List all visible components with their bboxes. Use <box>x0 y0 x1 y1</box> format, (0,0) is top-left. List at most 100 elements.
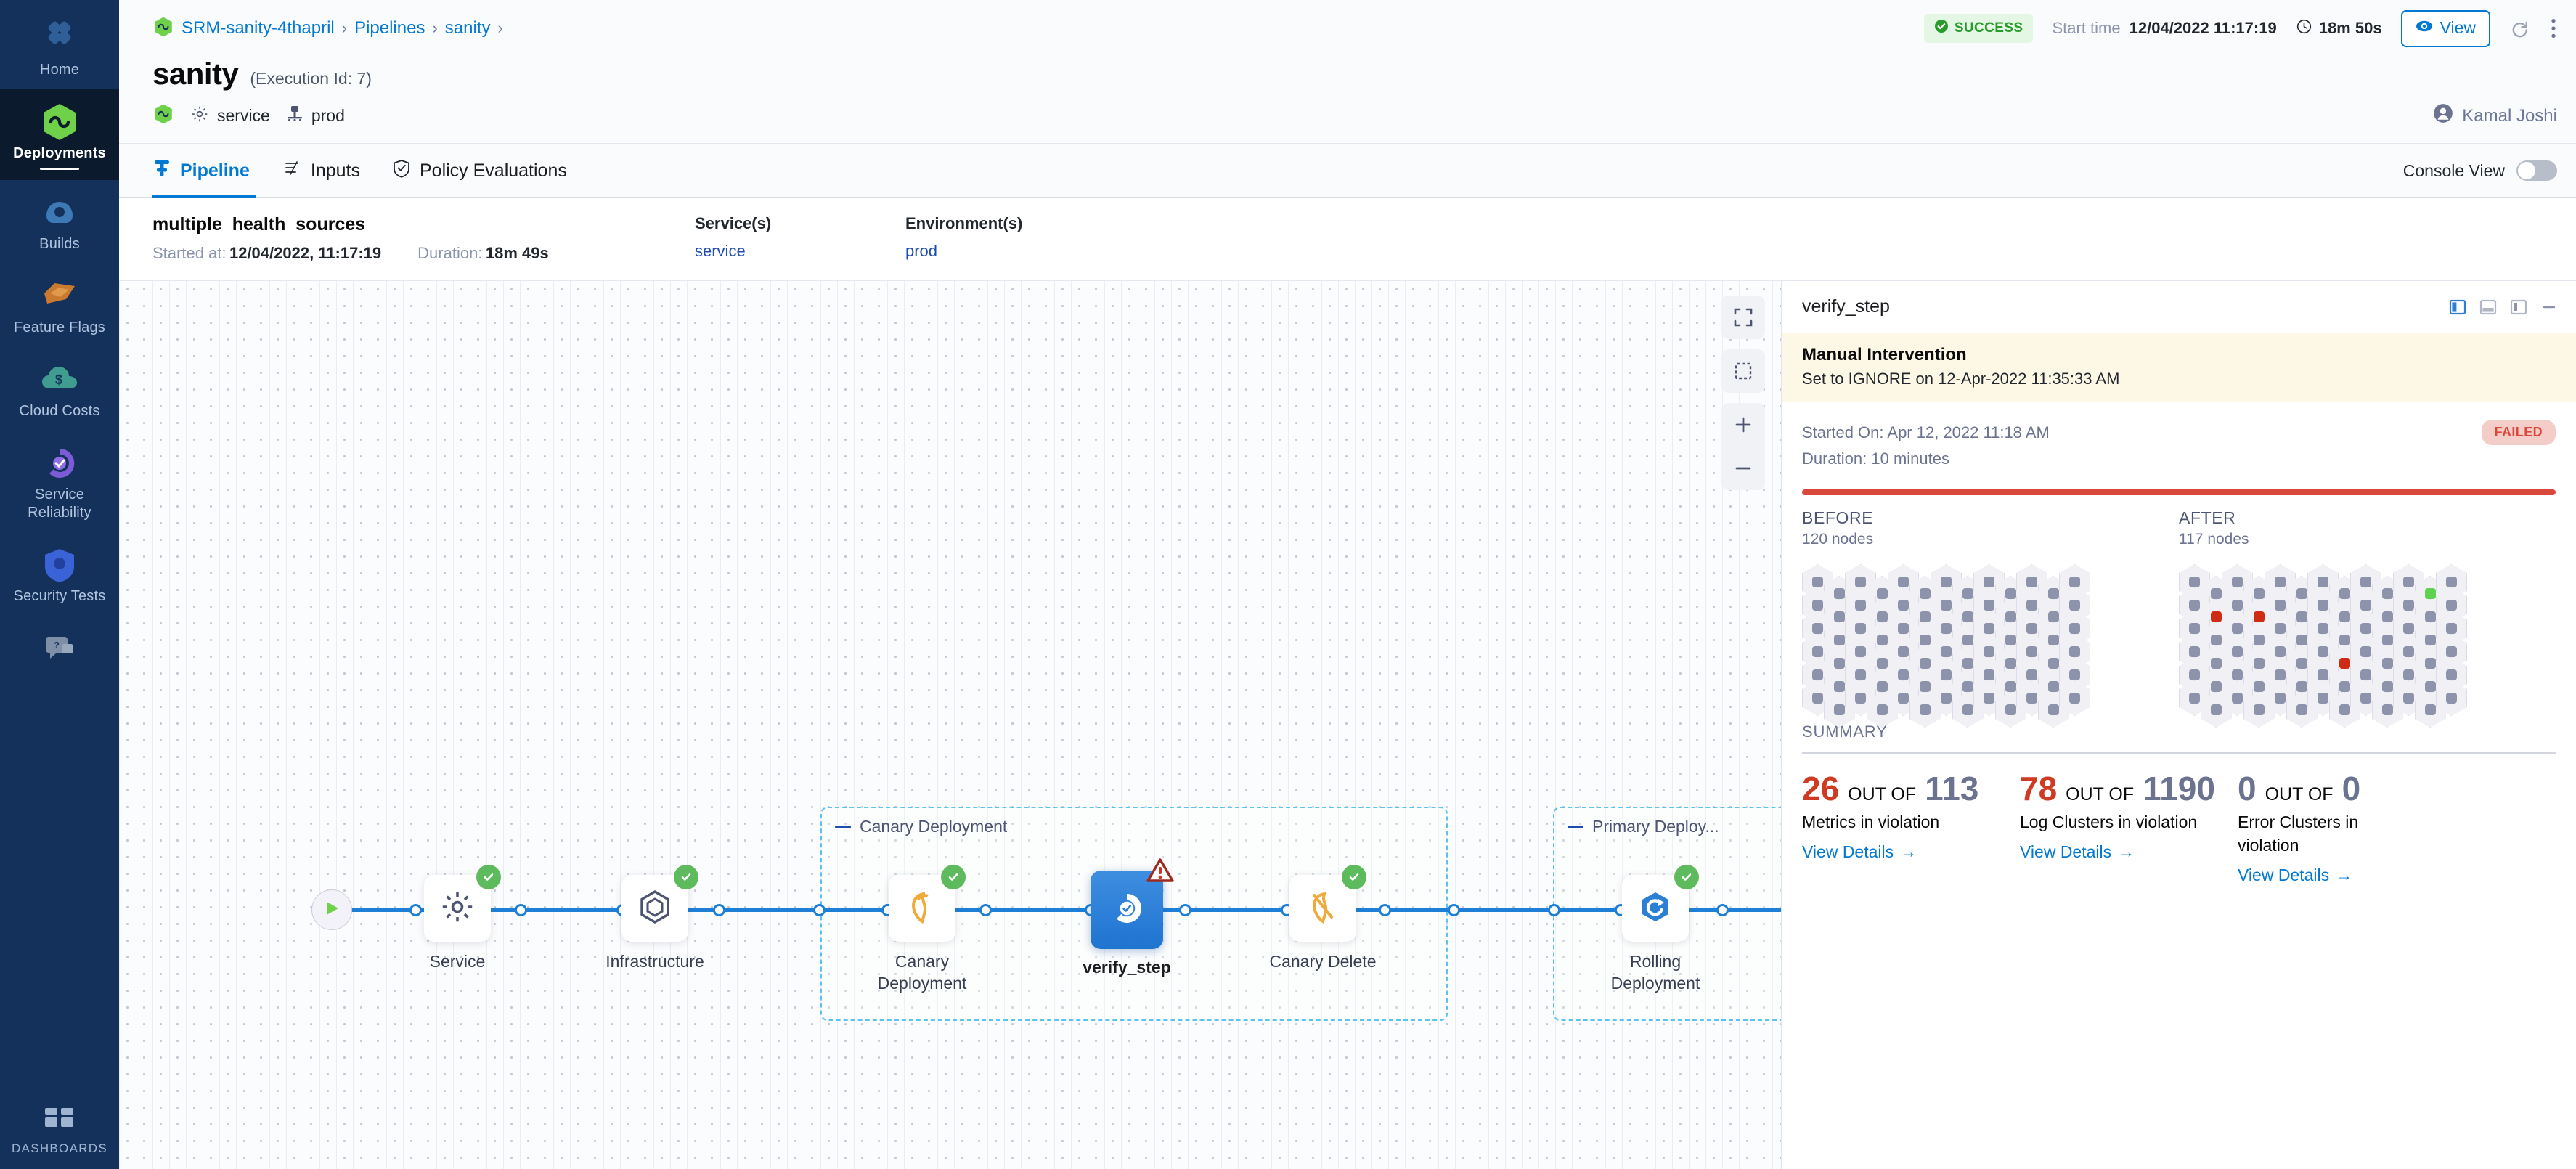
breadcrumb-item-project[interactable]: SRM-sanity-4thapril <box>182 18 335 38</box>
graph-controls <box>1721 296 1765 490</box>
node-box[interactable] <box>1622 865 1699 942</box>
node-hex-dot <box>1833 635 1845 645</box>
stat-out-of-label: OUT OF <box>2066 784 2135 805</box>
node-hex <box>2436 680 2467 716</box>
graph-connector-dot <box>1716 904 1729 916</box>
node-hex-dot <box>1855 669 1866 680</box>
before-title: BEFORE <box>1802 508 1874 527</box>
stat-description: Error Clusters in violation <box>2238 812 2359 855</box>
node-box[interactable] <box>621 865 698 942</box>
node-hex-dot <box>2318 600 2328 611</box>
view-details-link-metrics[interactable]: View Details → <box>1802 842 1917 862</box>
graph-node-canary-delete[interactable]: Canary Delete <box>1269 865 1377 971</box>
more-vertical-icon[interactable] <box>2550 17 2557 39</box>
gear-icon <box>190 105 209 128</box>
graph-node-rolling-deployment[interactable]: Rolling Deployment <box>1611 865 1700 993</box>
node-hex-dot <box>2189 623 2200 634</box>
sidebar-item-security-tests[interactable]: Security Tests <box>0 532 119 616</box>
node-hex-dot <box>2069 669 2080 680</box>
node-box[interactable] <box>1091 858 1174 949</box>
tab-inputs[interactable]: Inputs <box>266 144 376 197</box>
sidebar-item-home[interactable]: Home <box>0 6 119 89</box>
node-box[interactable] <box>1289 865 1366 942</box>
node-hex-dot <box>2381 588 2393 599</box>
environments-value[interactable]: prod <box>905 242 938 260</box>
before-node-count: 120 nodes <box>1802 531 1874 547</box>
node-hex-dot <box>2424 635 2436 645</box>
zoom-in-button[interactable] <box>1721 403 1765 447</box>
sidebar-item-builds[interactable]: Builds <box>0 180 119 264</box>
arrow-right-icon: → <box>1900 842 1917 861</box>
view-details-link-error-clusters[interactable]: View Details → <box>2238 865 2352 885</box>
node-hex-dot <box>1898 623 1909 634</box>
node-hex-dot <box>1984 693 1994 704</box>
panel-bottom-icon[interactable] <box>2479 298 2498 317</box>
refresh-icon[interactable] <box>2509 17 2531 39</box>
graph-node-verify-step[interactable]: verify_step <box>1083 858 1174 977</box>
sidebar-active-underline <box>40 168 79 170</box>
node-status-success-icon <box>1674 865 1699 889</box>
collapse-dash-icon[interactable] <box>835 825 851 828</box>
node-hex-dot <box>1855 623 1866 634</box>
before-node-grid <box>1802 564 2179 728</box>
node-hex-dot <box>2360 646 2371 657</box>
service-chip-label: service <box>217 106 270 125</box>
node-hex-dot <box>1941 577 1952 587</box>
service-chip[interactable]: service <box>190 105 270 128</box>
node-hex-dot <box>2047 588 2059 599</box>
graph-node-infrastructure[interactable]: Infrastructure <box>606 865 704 971</box>
node-box[interactable] <box>889 865 966 942</box>
zoom-out-button[interactable] <box>1721 447 1765 490</box>
breadcrumb-item-sanity[interactable]: sanity <box>444 18 491 38</box>
stat-total: 113 <box>1925 770 1979 807</box>
node-hex-dot <box>1984 669 1994 680</box>
node-hex-dot <box>1941 669 1952 680</box>
environments-header: Environment(s) <box>905 214 1023 232</box>
sidebar-item-service-reliability[interactable]: Service Reliability <box>0 431 119 532</box>
graph-node-canary-deployment[interactable]: Canary Deployment <box>878 865 966 993</box>
current-user[interactable]: Kamal Joshi <box>2433 103 2557 129</box>
console-view-toggle[interactable] <box>2516 160 2557 181</box>
pipeline-module-icon <box>152 103 174 129</box>
view-details-link-log-clusters[interactable]: View Details → <box>2020 842 2135 862</box>
node-hex-dot <box>2210 704 2222 715</box>
node-hex-dot <box>2189 669 2200 680</box>
node-hex-dot <box>1962 611 1973 622</box>
group-primary-deployment-label: Primary Deploy... <box>1568 817 1719 836</box>
sidebar-item-dashboards[interactable]: DASHBOARDS <box>0 1096 119 1169</box>
sidebar-item-deployments[interactable]: Deployments <box>0 89 119 180</box>
collapse-dash-icon[interactable] <box>1568 825 1583 828</box>
node-hex-dot <box>2232 577 2243 587</box>
tab-policy-evaluations[interactable]: Policy Evaluations <box>376 144 583 197</box>
group-label-text: Primary Deploy... <box>1592 817 1719 836</box>
node-hex-dot <box>2339 681 2350 692</box>
view-button[interactable]: View <box>2400 9 2490 47</box>
node-box[interactable] <box>424 865 501 942</box>
clock-icon <box>2296 18 2312 39</box>
sidebar-item-cloud-costs[interactable]: $ Cloud Costs <box>0 347 119 431</box>
pipeline-graph-canvas[interactable]: Canary Deployment Primary Deploy... <box>119 281 1782 1169</box>
graph-start-node[interactable] <box>311 889 352 930</box>
sidebar-item-help[interactable]: ? <box>0 616 119 680</box>
fit-screen-button[interactable] <box>1721 296 1765 339</box>
execution-tabs: Pipeline Inputs Policy Evaluations <box>119 143 2576 198</box>
breadcrumb-item-pipelines[interactable]: Pipelines <box>354 18 425 38</box>
services-value[interactable]: service <box>695 242 746 260</box>
node-hex-dot <box>1855 600 1866 611</box>
select-area-button[interactable] <box>1721 349 1765 393</box>
verify-duration: Duration: 10 minutes <box>1802 449 1949 468</box>
node-hex-dot <box>1876 704 1888 715</box>
sidebar-item-feature-flags[interactable]: Feature Flags <box>0 264 119 347</box>
tab-pipeline[interactable]: Pipeline <box>152 144 266 198</box>
graph-connector-dot <box>409 904 422 916</box>
stat-violations: 78 <box>2020 770 2058 807</box>
environment-chip[interactable]: prod <box>286 105 345 128</box>
panel-float-icon[interactable] <box>2509 298 2528 317</box>
minimize-icon[interactable] <box>2540 298 2559 317</box>
verify-summary-section: SUMMARY 26 OUT OF 113 Metrics in violati… <box>1782 702 2576 885</box>
summary-divider <box>1802 752 2556 754</box>
node-hex-dot <box>2005 611 2016 622</box>
node-hex-dot <box>1941 693 1952 704</box>
graph-node-service[interactable]: Service <box>424 865 501 971</box>
panel-right-icon[interactable] <box>2448 298 2467 317</box>
